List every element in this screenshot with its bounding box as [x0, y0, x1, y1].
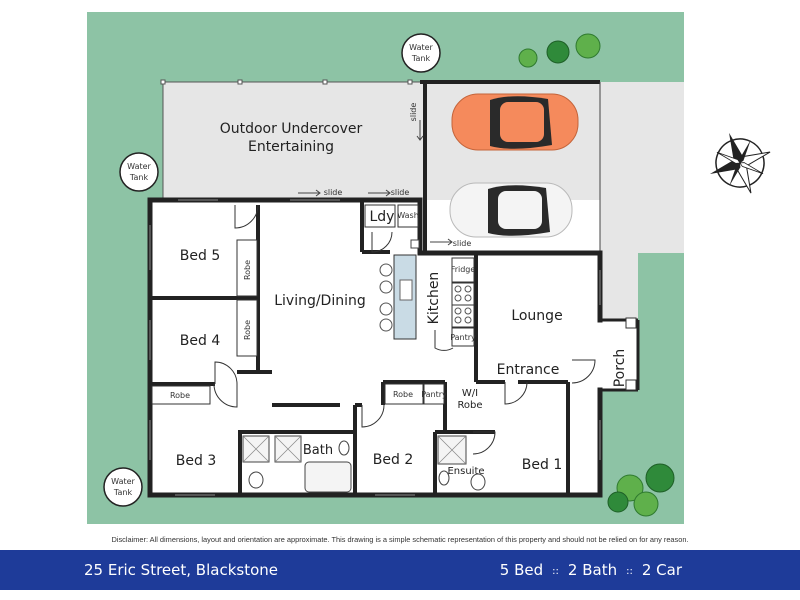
- entrance-label: Entrance: [497, 362, 560, 378]
- bed4-label: Bed 4: [180, 333, 221, 349]
- bathtub: [304, 461, 352, 493]
- slide-label-2: slide: [391, 188, 410, 197]
- bed3-robe-label: Robe: [170, 391, 190, 400]
- porch-post: [625, 317, 637, 329]
- garage-walls: [420, 80, 600, 253]
- bed2-label: Bed 2: [373, 452, 413, 468]
- property-stats: 5 Bed::2 Bath::2 Car: [500, 561, 682, 579]
- beds-count: 5 Bed: [499, 561, 544, 579]
- slide-arrows: [298, 120, 453, 246]
- disclaimer-text: Disclaimer: All dimensions, layout and o…: [111, 535, 689, 544]
- shrubs-top: [518, 33, 601, 68]
- door-swings: [213, 204, 596, 455]
- car-white: [449, 182, 573, 238]
- bath-basin: [338, 440, 350, 456]
- bed3-label: Bed 3: [176, 453, 216, 469]
- outdoor-label-line2: Entertaining: [248, 139, 334, 155]
- shower-marks: [242, 435, 467, 465]
- bed2-robe: [384, 383, 424, 405]
- wir-label-line2: Robe: [457, 400, 482, 411]
- slide-label-1: slide: [324, 188, 343, 197]
- bed3-robe: [151, 385, 211, 405]
- water-tank-left-line2: Tank: [129, 173, 149, 182]
- cooktop: [451, 282, 475, 306]
- bath-toilet: [248, 471, 264, 489]
- slide-label-4: slide: [409, 103, 418, 122]
- footer-bar: 25 Eric Street, Blackstone 5 Bed::2 Bath…: [0, 550, 800, 590]
- water-tank-left-line1: Water: [127, 162, 151, 171]
- bed1-label: Bed 1: [522, 457, 562, 473]
- outdoor-label-line1: Outdoor Undercover: [220, 121, 363, 137]
- kitchen-label: Kitchen: [426, 272, 442, 325]
- fridge: [451, 257, 475, 283]
- kitchen-pantry-label: Pantry: [450, 333, 476, 342]
- compass-rose-icon: [709, 132, 771, 194]
- lounge-label: Lounge: [511, 308, 562, 324]
- water-tank-bottom: [103, 467, 143, 507]
- water-tank-bottom-line2: Tank: [113, 488, 133, 497]
- ensuite-basin: [438, 470, 450, 486]
- bed5-robe: [236, 239, 258, 297]
- fridge-label: Fridge: [451, 265, 476, 274]
- stove-burners: [454, 285, 472, 324]
- outdoor-undercover-area: [163, 82, 425, 200]
- property-address: 25 Eric Street, Blackstone: [84, 561, 278, 579]
- hall-pantry-label: Pantry: [421, 390, 447, 399]
- shrubs-bottom: [607, 463, 675, 517]
- water-tank-top-line2: Tank: [411, 54, 431, 63]
- washer: [397, 204, 419, 228]
- cars-count: 2 Car: [641, 561, 682, 579]
- wash-label: Wash: [397, 211, 419, 220]
- ensuite-label: Ensuite: [447, 466, 484, 477]
- water-tank-top-line1: Water: [409, 43, 433, 52]
- stats-separator: ::: [552, 566, 559, 577]
- bed4-robe-label: Robe: [243, 320, 252, 340]
- bar-stools: [379, 263, 393, 332]
- kitchen-pantry: [451, 327, 475, 347]
- stats-separator: ::: [626, 566, 633, 577]
- slide-label-3: slide: [453, 239, 472, 248]
- porch-floor: [600, 320, 638, 390]
- ensuite-toilet: [470, 473, 486, 491]
- porch-label: Porch: [612, 349, 628, 388]
- bed4-robe: [236, 299, 258, 357]
- windows: [149, 199, 601, 496]
- bed2-robe-label: Robe: [393, 390, 413, 399]
- bath-label: Bath: [303, 443, 333, 458]
- car-orange: [451, 93, 579, 151]
- floor-plan: Outdoor Undercover Entertaining Bed 5 Be…: [87, 12, 771, 524]
- bed5-robe-label: Robe: [243, 260, 252, 280]
- house-floor: [150, 200, 600, 495]
- hall-pantry: [423, 383, 445, 405]
- water-tank-top: [401, 33, 441, 73]
- wir-label-line1: W/I: [462, 388, 478, 399]
- laundry-tub: [410, 239, 420, 249]
- porch-post: [625, 379, 637, 391]
- kitchen-sink: [399, 279, 413, 301]
- laundry-label: Ldy: [370, 209, 395, 225]
- oven: [451, 304, 475, 328]
- laundry-bench: [364, 204, 396, 228]
- living-dining-label: Living/Dining: [274, 293, 366, 309]
- outdoor-outline: [160, 79, 420, 200]
- water-tank-left: [119, 152, 159, 192]
- baths-count: 2 Bath: [567, 561, 618, 579]
- water-tank-bottom-line1: Water: [111, 477, 135, 486]
- bed5-label: Bed 5: [180, 248, 220, 264]
